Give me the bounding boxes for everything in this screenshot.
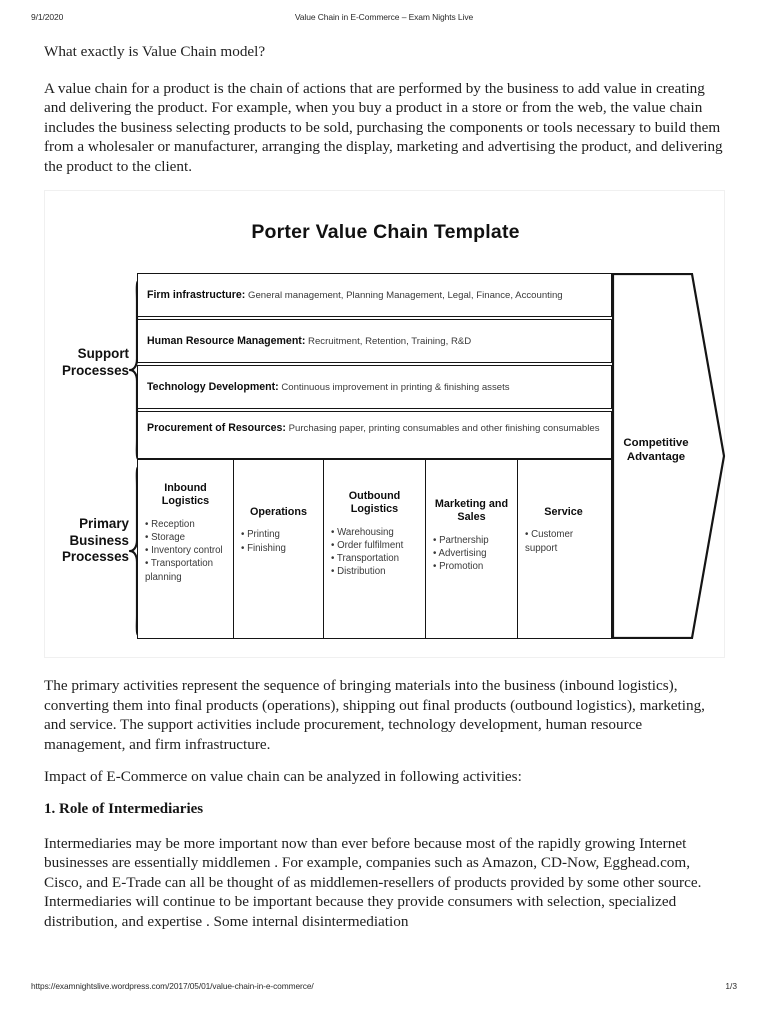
support-row-heading: Technology Development: xyxy=(147,380,279,393)
support-processes-rows: Firm infrastructure: General management,… xyxy=(137,273,612,463)
primary-column-title: Operations xyxy=(250,506,307,518)
article-top: What exactly is Value Chain model? A val… xyxy=(44,42,724,190)
primary-column-list: • Printing • Finishing xyxy=(241,528,316,554)
primary-processes-columns: Inbound Logistics • Reception • Storage … xyxy=(137,459,612,639)
primary-column-title: Marketing and Sales xyxy=(434,498,509,524)
support-row-heading: Procurement of Resources: xyxy=(147,422,286,434)
support-row-heading: Human Resource Management: xyxy=(147,334,306,347)
primary-column-marketing-and-sales: Marketing and Sales • Partnership • Adve… xyxy=(426,460,518,638)
list-item: • Transportation planning xyxy=(145,558,214,583)
primary-column-title: Inbound Logistics xyxy=(161,482,210,508)
primary-column-list: • Reception • Storage • Inventory contro… xyxy=(145,518,226,584)
list-item: • Order fulfilment xyxy=(331,540,404,552)
support-row: Procurement of Resources: Purchasing pap… xyxy=(137,411,612,459)
primary-brace-icon xyxy=(128,463,145,639)
page-header: 9/1/2020 Value Chain in E-Commerce – Exa… xyxy=(0,12,768,26)
primary-column-title: Outbound Logistics xyxy=(348,490,401,516)
competitive-advantage-arrow: Competitive Advantage xyxy=(611,272,726,640)
primary-column-title: Service xyxy=(544,506,583,518)
list-item: • Partnership xyxy=(433,534,489,546)
after-figure-paragraph: The primary activities represent the seq… xyxy=(44,677,705,753)
primary-column-list: • Partnership • Advertising • Promotion xyxy=(433,534,510,574)
list-item: • Distribution xyxy=(331,566,386,578)
article-bottom: The primary activities represent the seq… xyxy=(44,676,724,945)
support-row-detail: Continuous improvement in printing & fin… xyxy=(281,381,510,393)
primary-business-processes-label: Primary Business Processes xyxy=(61,516,129,564)
list-item: • Customer support xyxy=(525,529,574,554)
primary-column-operations: Operations • Printing • Finishing xyxy=(234,460,324,638)
support-processes-label: Support Processes xyxy=(61,346,129,378)
footer-url[interactable]: https://examnightslive.wordpress.com/201… xyxy=(31,981,314,991)
list-item: • Transportation xyxy=(331,553,400,565)
primary-column-outbound-logistics: Outbound Logistics • Warehousing • Order… xyxy=(324,460,426,638)
primary-column-service: Service • Customer support xyxy=(518,460,609,638)
header-title: Value Chain in E-Commerce – Exam Nights … xyxy=(294,12,474,22)
support-row: Human Resource Management: Recruitment, … xyxy=(137,319,612,363)
list-item: • Printing xyxy=(241,529,280,541)
porter-value-chain-figure: Porter Value Chain Template Support Proc… xyxy=(44,190,726,659)
chevron-right-shape xyxy=(611,272,726,640)
page-footer: https://examnightslive.wordpress.com/201… xyxy=(0,981,768,995)
list-item: • Storage xyxy=(145,532,186,544)
support-brace-icon xyxy=(128,277,145,463)
primary-column-inbound-logistics: Inbound Logistics • Reception • Storage … xyxy=(138,460,234,638)
header-date: 9/1/2020 xyxy=(31,12,64,22)
support-row: Firm infrastructure: General management,… xyxy=(137,273,612,317)
list-item: • Advertising xyxy=(433,548,487,560)
list-item: • Promotion xyxy=(433,561,484,573)
intro-paragraph: A value chain for a product is the chain… xyxy=(44,79,723,175)
support-row-detail: Recruitment, Retention, Training, R&D xyxy=(308,335,472,347)
section-heading: 1. Role of Intermediaries xyxy=(44,800,204,817)
intermediaries-paragraph: Intermediaries may be more important now… xyxy=(44,834,702,930)
impact-line: Impact of E-Commerce on value chain can … xyxy=(44,768,522,786)
footer-page-number: 1/3 xyxy=(725,981,737,991)
support-row-detail: Purchasing paper, printing consumables a… xyxy=(288,423,600,434)
page-title: What exactly is Value Chain model? xyxy=(44,43,266,60)
support-row-detail: General management, Planning Management,… xyxy=(247,289,563,301)
support-row: Technology Development: Continuous impro… xyxy=(137,365,612,409)
primary-column-list: • Customer support xyxy=(525,528,602,554)
competitive-advantage-label: Competitive Advantage xyxy=(623,437,689,463)
support-row-heading: Firm infrastructure: xyxy=(147,288,246,301)
diagram-canvas: Support Processes Primary Business Proce… xyxy=(45,191,726,659)
list-item: • Warehousing xyxy=(331,526,394,538)
list-item: • Inventory control xyxy=(145,545,223,557)
list-item: • Reception xyxy=(145,518,195,530)
primary-column-list: • Warehousing • Order fulfilment • Trans… xyxy=(331,526,418,579)
list-item: • Finishing xyxy=(241,542,286,554)
figure-title: Porter Value Chain Template xyxy=(251,221,520,243)
